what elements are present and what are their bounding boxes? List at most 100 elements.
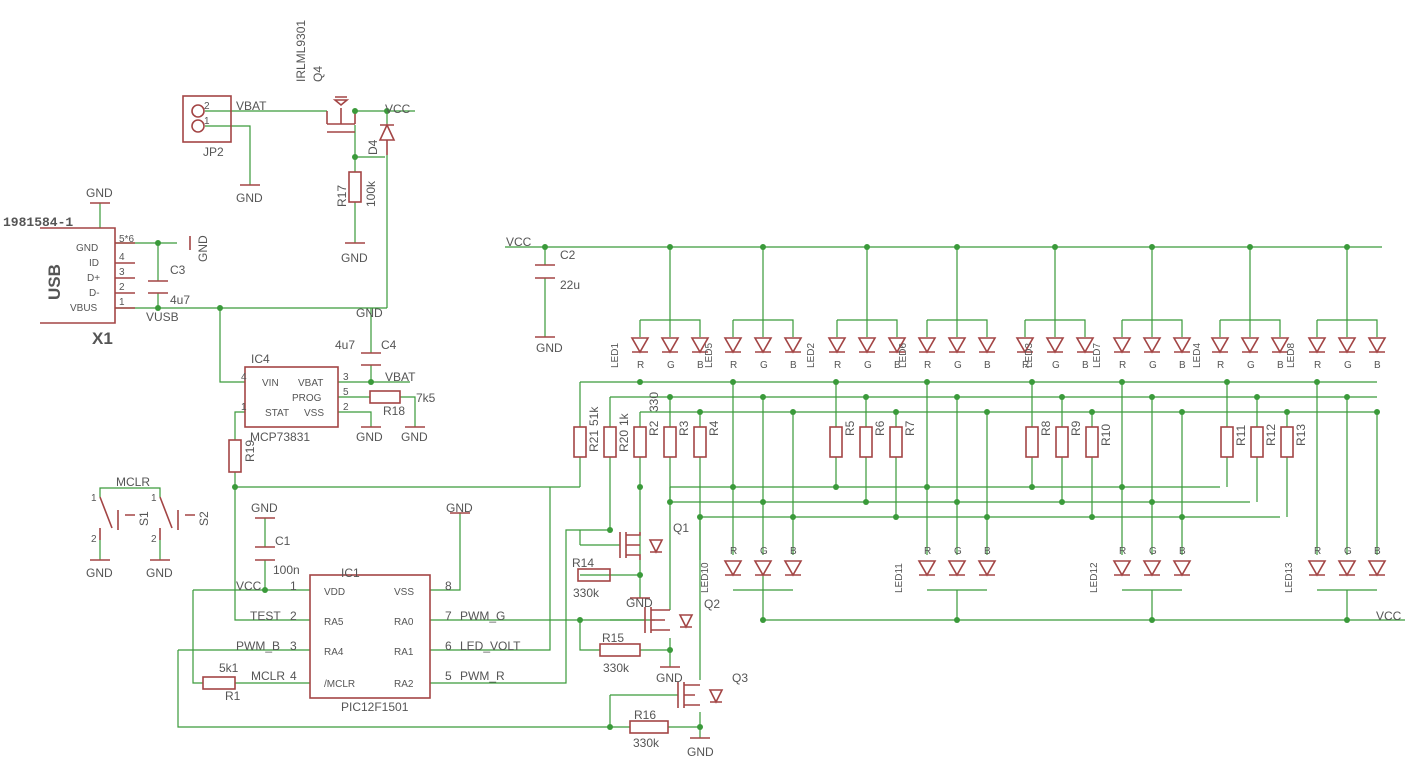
ic4-pin-vin: VIN (262, 378, 279, 389)
ic1-pin-num-3: 3 (290, 639, 297, 653)
s1-pin-1: 1 (91, 493, 97, 504)
r1-value: 5k1 (219, 661, 239, 675)
net-led-volt: LED_VOLT (460, 639, 521, 653)
r20-value: 1k (617, 412, 631, 426)
r3-ref: R3 (677, 420, 691, 436)
led-diode (1112, 560, 1132, 577)
r17-ref: R17 (335, 185, 349, 207)
ic1-pin-num-2: 2 (290, 609, 297, 623)
ic4-pin-num-3: 3 (343, 372, 349, 383)
ic1-pin-vss: VSS (394, 587, 414, 598)
r2-value: 330 (647, 392, 661, 412)
led-diode (630, 337, 650, 354)
led-diode (827, 337, 847, 354)
led-pin-letter: R (1314, 546, 1321, 557)
net-vbat-top: VBAT (236, 99, 267, 113)
ic1-pin-ra2: RA2 (394, 679, 414, 690)
x1-pin-dminus: D- (89, 288, 100, 299)
led-diode (1240, 337, 1260, 354)
ic1-pin-num-4: 4 (290, 669, 297, 683)
led-pin-letter: B (1374, 546, 1381, 557)
r18-ref: R18 (383, 404, 405, 418)
led-pin-letter: R (637, 360, 644, 371)
s2-pin-1: 1 (151, 493, 157, 504)
led-diode (1172, 337, 1192, 354)
ic4-pin-vss: VSS (304, 408, 324, 419)
r6-ref: R6 (873, 420, 887, 436)
r21-ref: R21 (587, 430, 601, 452)
gnd-label-s1: GND (86, 566, 113, 580)
ic1-pin-mclr: /MCLR (324, 679, 355, 690)
r13-ref: R13 (1294, 424, 1308, 446)
led-pin-letter: G (1344, 360, 1352, 371)
r10-ref: R10 (1099, 424, 1113, 446)
x1-pin-gnd: GND (76, 243, 98, 254)
s1-pin-2: 2 (91, 534, 97, 545)
r9-ref: R9 (1069, 420, 1083, 436)
x1-pin-dplus: D+ (87, 273, 100, 284)
jp2-ref: JP2 (203, 145, 224, 159)
s2-ref: S2 (197, 511, 211, 526)
net-vcc-bottom: VCC (1376, 609, 1402, 623)
led-diode (1367, 337, 1387, 354)
ic1-pin-num-1: 1 (290, 579, 297, 593)
gnd-label-x1-shield: GND (196, 235, 210, 262)
ic1-pin-ra0: RA0 (394, 617, 414, 628)
led-pin-letter: B (984, 546, 991, 557)
r17-value: 100k (364, 180, 378, 207)
c4-value: 4u7 (335, 338, 355, 352)
gnd-label-q1: GND (626, 596, 653, 610)
junction-dots (155, 108, 1380, 730)
jp2-pin-2: 2 (204, 101, 210, 112)
led-pin-letter: R (730, 546, 737, 557)
r18-value: 7k5 (416, 391, 436, 405)
led-diode (977, 337, 997, 354)
r8-ref: R8 (1039, 420, 1053, 436)
led-diode (690, 337, 710, 354)
net-pwm-r: PWM_R (460, 669, 505, 683)
x1-pin-num-3: 3 (119, 267, 125, 278)
led-diode (660, 337, 680, 354)
ic4-pin-prog: PROG (292, 393, 322, 404)
led-ref-bottom: LED11 (894, 563, 905, 593)
led-pin-letter: G (1344, 546, 1352, 557)
r15-value: 330k (603, 661, 630, 675)
led-diode (1142, 560, 1162, 577)
gnd-label-r18: GND (401, 430, 428, 444)
net-pwm-g: PWM_G (460, 609, 505, 623)
r2-ref: R2 (647, 420, 661, 436)
net-mclr: MCLR (251, 669, 285, 683)
labels: 1981584-1 USB X1 GND ID D+ D- VBUS 5*6 4… (3, 20, 1402, 759)
led-diode (917, 337, 937, 354)
component-symbols (40, 95, 1294, 739)
led-diode (1307, 560, 1327, 577)
ic1-pin-ra4: RA4 (324, 647, 344, 658)
led-diode (753, 337, 773, 354)
ic1-pin-ra1: RA1 (394, 647, 414, 658)
led-pin-letter: G (864, 360, 872, 371)
x1-mpn: 1981584-1 (3, 215, 73, 230)
gnd-label-c2: GND (536, 341, 563, 355)
led-ref-top: LED1 (610, 343, 621, 368)
s2-pin-2: 2 (151, 534, 157, 545)
r14-ref: R14 (572, 556, 594, 570)
x1-ref: X1 (92, 329, 113, 348)
led-ref-top: LED7 (1092, 343, 1103, 368)
led-pin-letter: B (790, 360, 797, 371)
x1-connector-label: USB (45, 264, 64, 300)
r15-ref: R15 (602, 631, 624, 645)
led-diode (947, 337, 967, 354)
r16-ref: R16 (634, 708, 656, 722)
x1-pin-num-1: 1 (119, 297, 125, 308)
led-ref-top: LED5 (704, 343, 715, 368)
net-vcc-top: VCC (385, 102, 411, 116)
r7-ref: R7 (903, 420, 917, 436)
gnd-label-x1: GND (86, 186, 113, 200)
ic4-value: MCP73831 (250, 430, 310, 444)
ic4-pin-vbat: VBAT (298, 378, 323, 389)
net-vbat-ic4: VBAT (385, 370, 416, 384)
led-diode (723, 337, 743, 354)
net-mclr-switch: MCLR (116, 475, 150, 489)
